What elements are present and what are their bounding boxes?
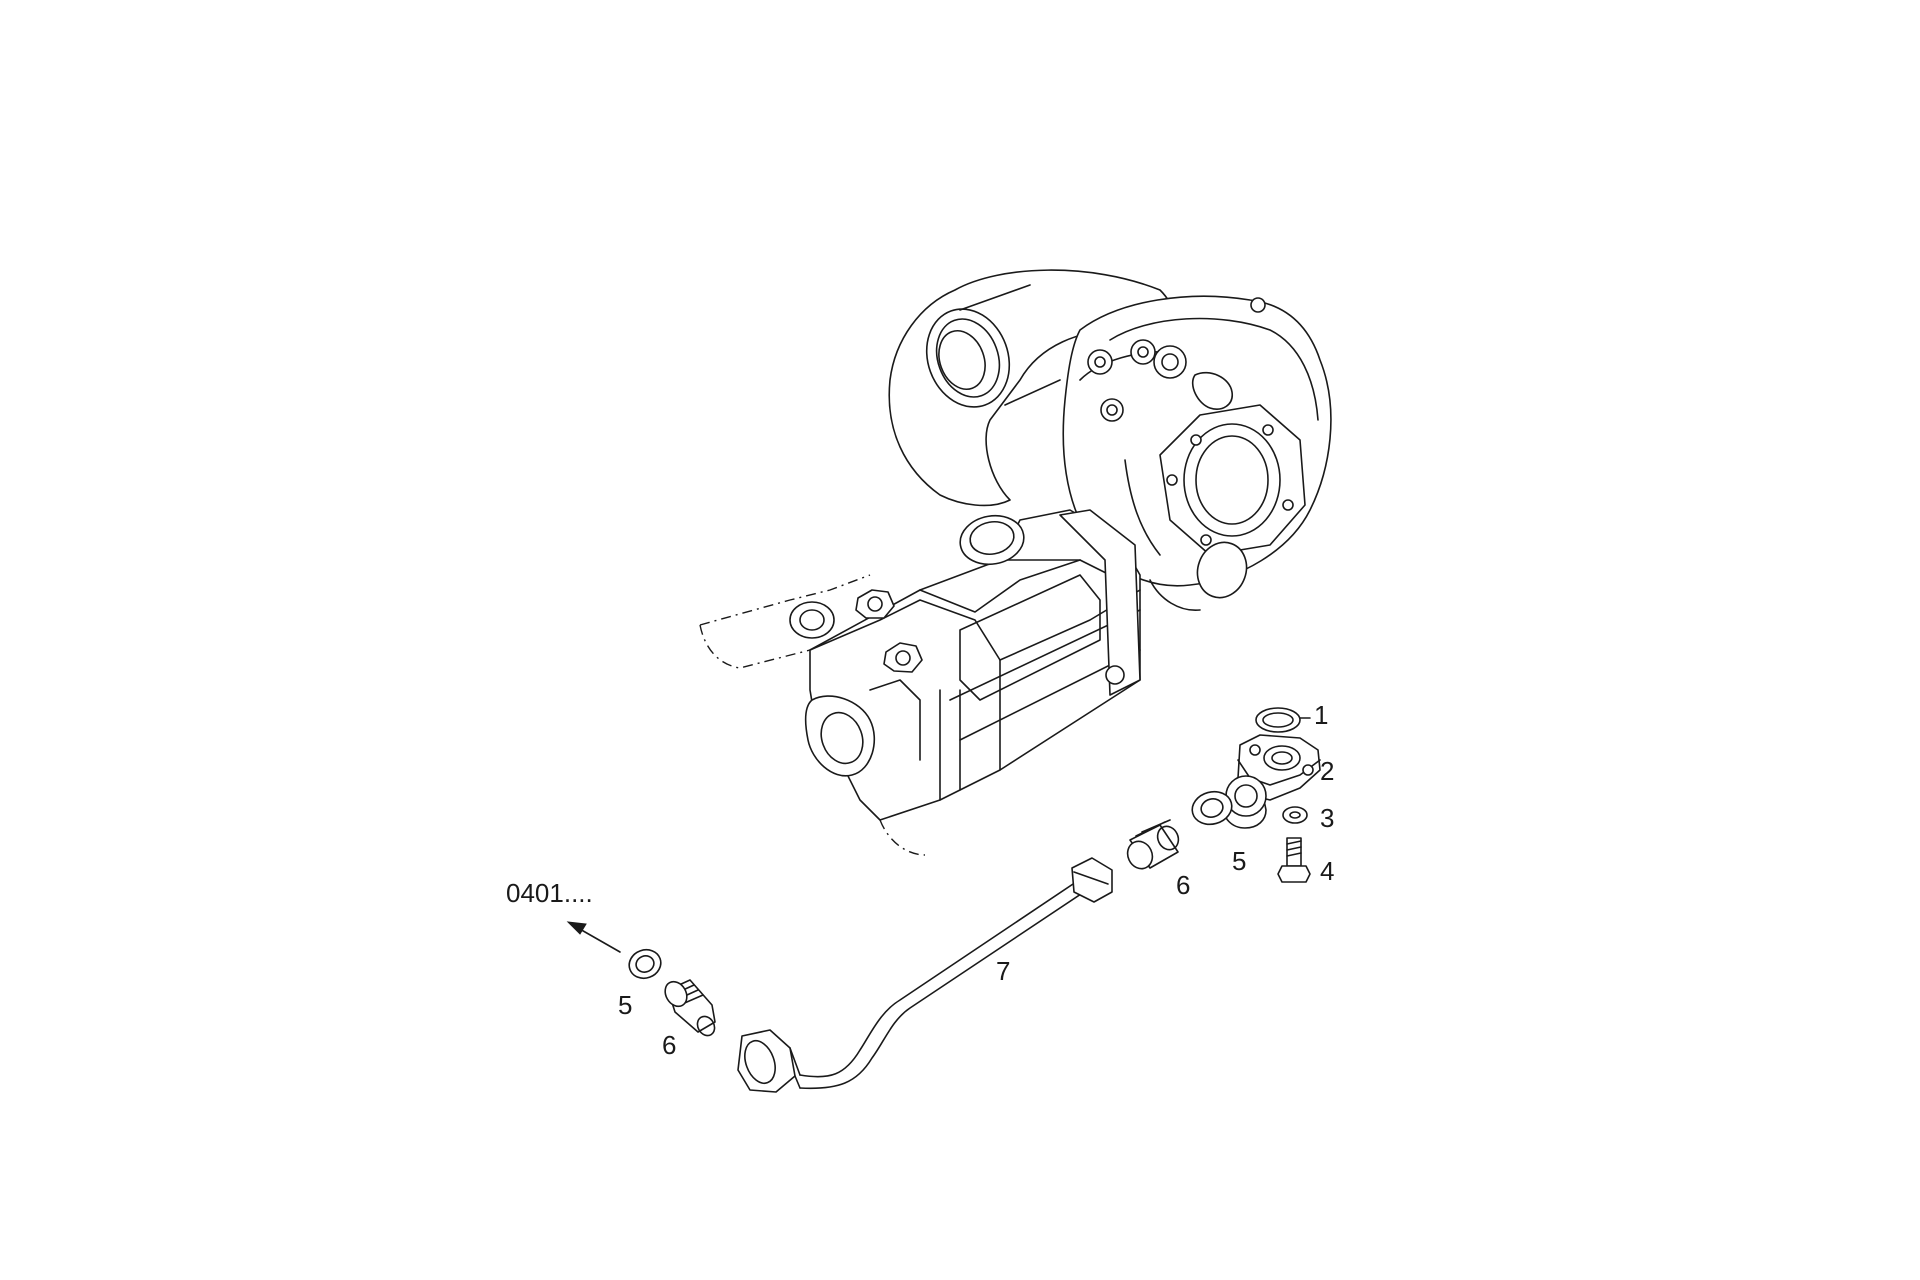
part-2-flange (1222, 734, 1321, 829)
part-6-union-fitting-left (664, 979, 716, 1037)
part-5-seal-ring-left (628, 948, 662, 980)
turbocharger (888, 269, 1332, 611)
callout-3: 3 (1320, 803, 1335, 833)
exhaust-manifold (699, 509, 1141, 856)
part-4-bolt (1277, 837, 1311, 883)
part-5-seal-ring-right (1191, 790, 1233, 826)
reference-arrow (566, 921, 621, 953)
part-1-o-ring (1255, 707, 1301, 733)
reference-label: 0401.... (506, 878, 593, 908)
callout-6-right: 6 (1176, 870, 1191, 900)
callout-2: 2 (1320, 756, 1335, 786)
callout-7: 7 (996, 956, 1011, 986)
part-6-union-fitting-right (1126, 819, 1180, 870)
callout-5-right: 5 (1232, 846, 1247, 876)
callout-6-left: 6 (662, 1030, 677, 1060)
part-7-oil-pipe (737, 857, 1113, 1093)
callout-4: 4 (1320, 856, 1335, 886)
callout-1: 1 (1314, 700, 1329, 730)
part-3-washer (1282, 806, 1308, 824)
callout-5-left: 5 (618, 990, 633, 1020)
